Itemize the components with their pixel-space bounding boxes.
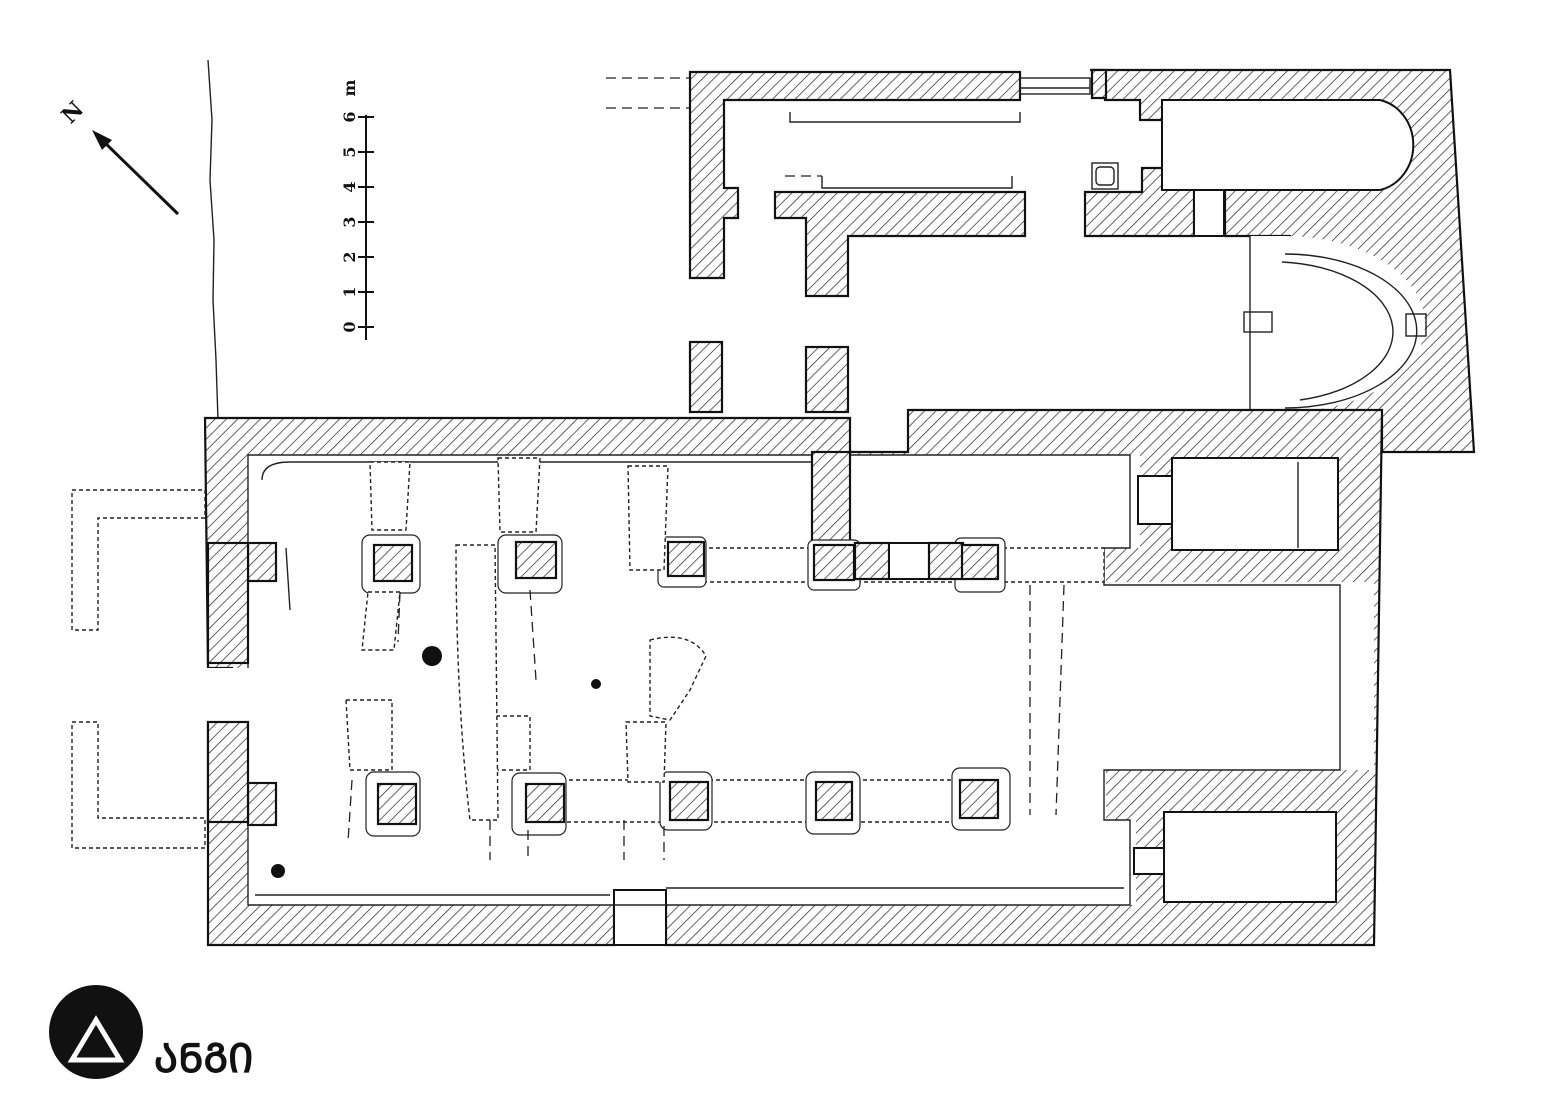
west-piers — [345, 457, 669, 837]
scale-tick-0: 0 — [340, 321, 359, 332]
scale-tick-3: 3 — [340, 216, 359, 227]
post-hole — [591, 679, 601, 689]
scale-tick-6: 6 — [340, 111, 359, 122]
logo-mark-icon — [49, 985, 143, 1079]
scale-tick-2: 2 — [340, 251, 359, 262]
post-hole — [271, 864, 285, 878]
institution-logo: ᲐᲜᲒᲘ — [49, 985, 253, 1082]
north-label: N — [56, 96, 89, 129]
post-hole — [422, 646, 442, 666]
narthex-ruin — [71, 489, 206, 849]
scattered-stones — [347, 544, 1065, 860]
scale-tick-1: 1 — [340, 286, 359, 297]
north-arrow: N — [56, 96, 180, 216]
upper-chapel — [606, 68, 1476, 454]
logo-text: ᲐᲜᲒᲘ — [154, 1036, 253, 1082]
site-boundary-line — [207, 59, 219, 421]
scale-tick-5: 5 — [340, 146, 359, 157]
scale-tick-4: 4 — [340, 181, 359, 192]
north-arcade — [657, 536, 1105, 593]
scale-bar: 0 1 2 3 4 5 6 m — [340, 79, 374, 340]
south-arcade — [511, 767, 1011, 836]
scale-unit: m — [340, 79, 359, 96]
